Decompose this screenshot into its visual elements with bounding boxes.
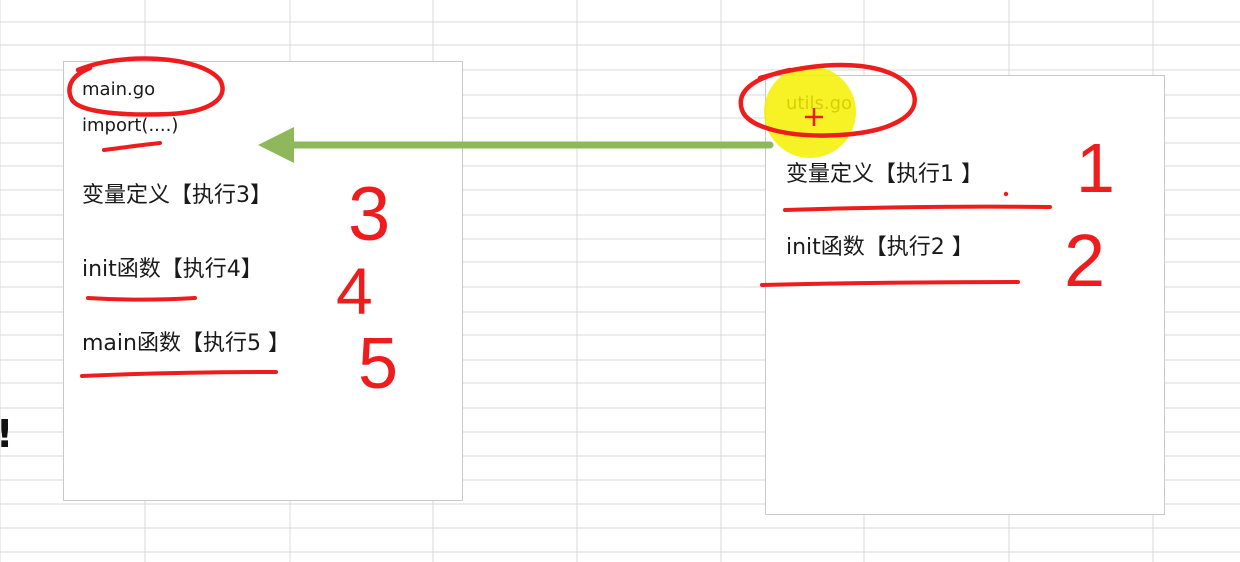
main-filename-label: main.go <box>82 79 156 100</box>
edge-mark: ! <box>0 412 13 456</box>
main-main-fn-line: main函数【执行5 】 <box>82 331 290 356</box>
utils-init-fn-line: init函数【执行2 】 <box>786 235 974 260</box>
main-import-line: import(....) <box>82 115 179 136</box>
utils-filename-label: utils.go <box>786 93 853 114</box>
main-var-def-line: 变量定义【执行3】 <box>82 183 272 208</box>
main-go-textbox[interactable]: main.go import(....) 变量定义【执行3】 init函数【执行… <box>63 61 463 501</box>
utils-var-def-line: 变量定义【执行1 】 <box>786 162 983 187</box>
main-init-fn-line: init函数【执行4】 <box>82 257 263 282</box>
utils-go-textbox[interactable]: utils.go 变量定义【执行1 】 init函数【执行2 】 <box>765 75 1165 515</box>
